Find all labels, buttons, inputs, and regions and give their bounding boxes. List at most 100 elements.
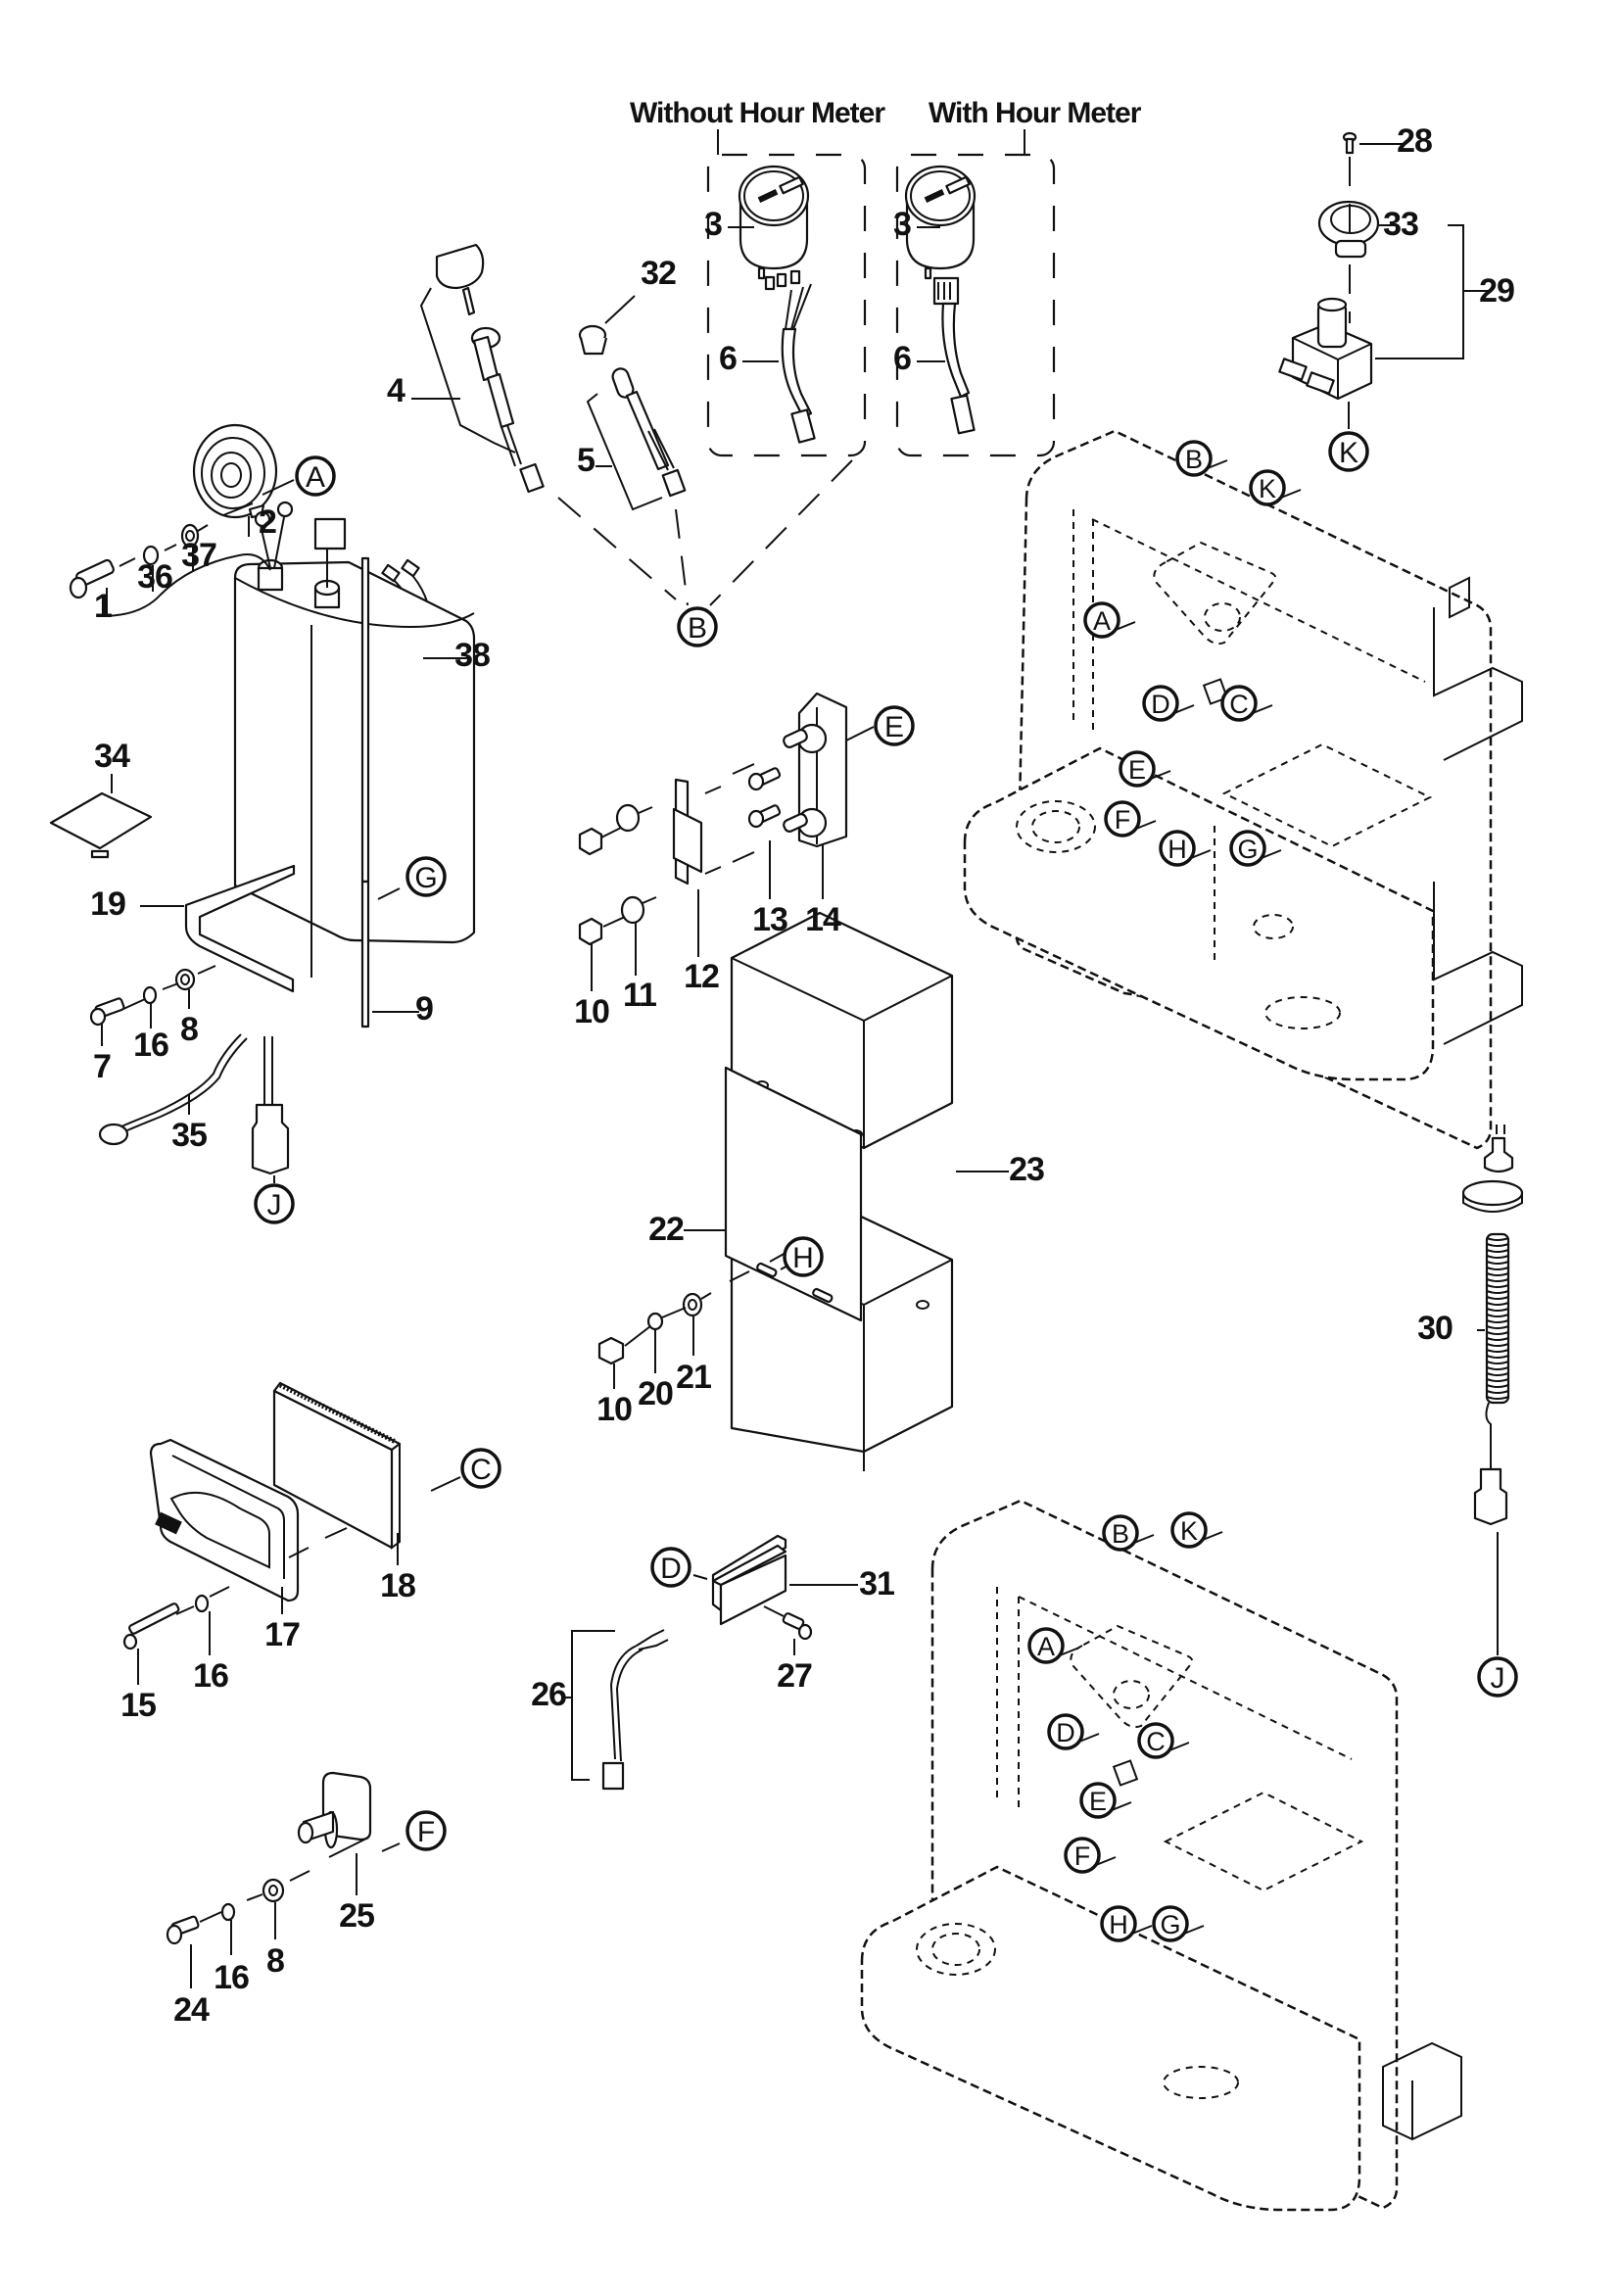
part-number-label: 18 <box>380 1567 415 1604</box>
washer-11-upper <box>615 803 641 833</box>
fastener-axis-line-5 <box>199 1870 310 1923</box>
charger-signal-connector <box>313 517 347 550</box>
reference-bubble-circle <box>295 455 336 497</box>
upper-chassis-reference-c: C <box>1220 685 1273 722</box>
part-number-label: 36 <box>137 558 172 596</box>
reference-leader <box>1059 1647 1080 1656</box>
part-number-label: 16 <box>193 1657 228 1695</box>
reference-letter: E <box>884 711 904 743</box>
key-switch-bracket-line <box>419 287 516 454</box>
part-number-label: 17 <box>264 1616 300 1653</box>
reference-bubble-circle <box>1220 685 1258 722</box>
reference-letter: A <box>306 461 325 494</box>
washer-37 <box>180 523 200 549</box>
reference-leader <box>1095 1856 1117 1866</box>
reference-leader <box>1150 770 1171 780</box>
hour-meter-harness-without <box>764 269 816 444</box>
leader-line <box>692 1574 708 1580</box>
reference-bubble-f: F <box>405 1810 447 1851</box>
battery-tray <box>724 1066 863 1322</box>
lower-chassis-reference-e: E <box>1079 1782 1132 1819</box>
leader-line <box>262 479 295 496</box>
washer-8b <box>262 1878 285 1903</box>
part-number-label: 2 <box>259 503 276 541</box>
bolt-7 <box>89 997 125 1027</box>
group-box-without-hour-meter <box>706 153 867 457</box>
reference-bubble-circle <box>1064 1837 1101 1874</box>
reference-letter: K <box>1180 1516 1198 1546</box>
part-number-label: 38 <box>454 637 490 674</box>
reference-bubble-circle <box>874 705 915 746</box>
connector-line-b2 <box>675 508 689 606</box>
lock-washer-36 <box>142 545 160 566</box>
part-number-label: 16 <box>214 1959 249 1996</box>
reference-letter: C <box>470 1454 492 1486</box>
reference-letter: F <box>1115 805 1131 835</box>
hour-meter-harness-with <box>932 276 976 435</box>
thermistor-plug <box>90 849 110 859</box>
charger-ac-plug <box>251 1103 290 1175</box>
washer-21 <box>682 1292 703 1317</box>
part-number-label: 29 <box>1479 272 1514 310</box>
part-number-label: 28 <box>1397 122 1432 160</box>
reference-letter: H <box>792 1242 814 1274</box>
reference-letter: G <box>1160 1910 1180 1939</box>
reference-bubble-circle <box>1229 830 1266 867</box>
upper-chassis-reference-b: B <box>1175 440 1228 477</box>
key-switch-assembly <box>435 243 545 494</box>
reference-bubble-e: E <box>874 705 915 746</box>
reference-letter: C <box>1146 1727 1166 1756</box>
callout-leaders <box>101 143 1499 1988</box>
buzzer-axis-line <box>222 502 254 516</box>
screw-13-lower <box>747 804 782 829</box>
reference-bubble-circle <box>1328 431 1369 472</box>
part-number-label: 22 <box>648 1211 684 1248</box>
lower-chassis-reference-h: H <box>1100 1905 1153 1942</box>
reference-bubble-b: B <box>677 606 718 647</box>
reference-letter: B <box>688 612 707 645</box>
relay-axis-line <box>763 1605 785 1617</box>
reference-letter: A <box>1037 1632 1055 1661</box>
reference-letter: E <box>1128 755 1146 785</box>
part-number-label: 8 <box>266 1942 284 1980</box>
reference-bubble-circle <box>1477 1656 1518 1698</box>
reference-bubble-circle <box>405 856 447 897</box>
hour-meter-gauge-with <box>904 165 977 280</box>
reference-leader <box>1131 1925 1153 1935</box>
reference-bubble-a: A <box>295 455 336 497</box>
fastener-axis-line-1 <box>119 524 209 567</box>
part-number-label: 34 <box>94 738 130 775</box>
part-number-label: 16 <box>133 1027 168 1064</box>
leader-line <box>381 1842 401 1852</box>
part-number-label: 1 <box>94 588 112 625</box>
group-title-with-hour-meter: With Hour Meter <box>929 97 1142 129</box>
part-number-label: 10 <box>574 993 609 1030</box>
hour-meter-gauge-without <box>738 165 810 280</box>
reference-bubble-g: G <box>405 856 447 897</box>
part-number-label: 6 <box>893 340 911 377</box>
lower-chassis-reference-g: G <box>1152 1905 1205 1942</box>
battery-upper <box>730 911 954 1150</box>
upper-chassis-reference-e: E <box>1119 750 1171 788</box>
reference-bubble-j: J <box>1477 1656 1518 1698</box>
washer-8a <box>174 968 196 991</box>
reference-bubble-circle <box>677 606 718 647</box>
reference-letter: F <box>1074 1842 1091 1871</box>
charging-receptacle <box>297 1771 372 1849</box>
charger-thermistor-lead <box>101 553 271 617</box>
connector-line-b1 <box>557 497 677 600</box>
reference-bubble-circle <box>783 1236 824 1277</box>
reference-bubble-circle <box>1119 750 1156 788</box>
reference-leader <box>1173 704 1195 714</box>
reference-letter: G <box>414 862 437 894</box>
reference-letter: J <box>267 1189 282 1221</box>
lock-washer-16c <box>220 1902 236 1922</box>
reference-leader <box>1190 849 1212 859</box>
part-number-label: 4 <box>387 372 405 409</box>
part-number-label: 3 <box>704 206 722 243</box>
reference-bubble-circle <box>1137 1722 1174 1759</box>
knob-33 <box>1317 200 1380 259</box>
part-number-label: 7 <box>93 1048 111 1085</box>
